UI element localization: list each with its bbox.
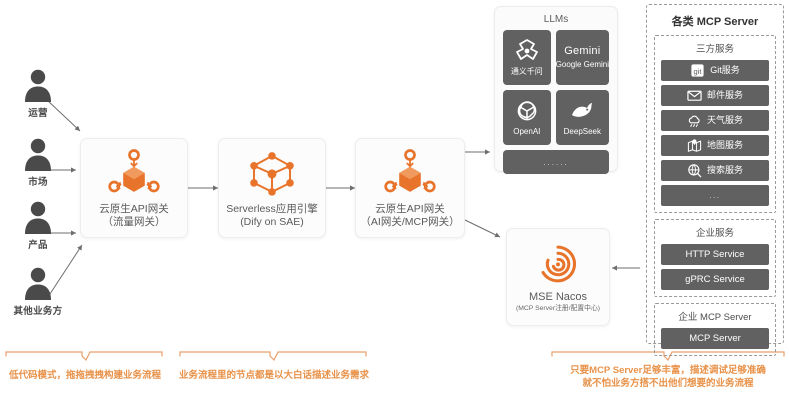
llm-tile-label: Google Gemini <box>555 60 609 69</box>
caption-line-1: 业务流程里的节点都是以大白话描述业务需求 <box>178 370 369 381</box>
mcp-item-label: 邮件服务 <box>706 90 743 100</box>
llm-tile-deepseek[interactable]: DeepSeek <box>555 90 609 145</box>
mcp-item-gprc-service[interactable]: gPRC Service <box>661 269 769 290</box>
card-mse-nacos[interactable]: MSE Nacos (MCP Server注册/配置中心) <box>506 228 610 326</box>
mcp-item-mcp-server[interactable]: MCP Server <box>661 328 769 349</box>
mcp-group-title: 三方服务 <box>695 44 734 55</box>
serverless-engine-icon <box>250 151 294 196</box>
persona-label: 运营 <box>28 108 48 119</box>
card-title: 云原生API网关 <box>375 202 445 215</box>
user-icon <box>25 138 51 171</box>
map-icon <box>687 139 702 152</box>
svg-text:git: git <box>694 67 703 76</box>
caption-line-2: 就不怕业务方搭不出他们想要的业务流程 <box>582 378 754 389</box>
mcp-group-third-party: 三方服务 git Git服务 邮件服务 <box>654 35 776 213</box>
user-icon <box>25 69 51 102</box>
mcp-server-panel: 各类 MCP Server 三方服务 git Git服务 邮件服务 <box>646 4 784 356</box>
card-title: MSE Nacos <box>528 290 588 303</box>
mcp-item-more[interactable]: ... <box>661 185 769 206</box>
arrow-card3-nacos <box>464 219 501 238</box>
mcp-group-title: 企业 MCP Server <box>678 312 752 323</box>
caption-mcp-richness: 只要MCP Server足够丰富，描述调试足够准确 就不怕业务方搭不出他们想要的… <box>548 364 788 390</box>
globe-search-icon <box>688 164 702 178</box>
user-icon <box>25 201 51 234</box>
card-title: Serverless应用引擎 <box>226 202 318 215</box>
mcp-group-enterprise-services: 企业服务 HTTP Service gPRC Service <box>654 219 776 297</box>
llms-panel: LLMs 通义千问 Gemini Google Gemini <box>494 6 618 174</box>
mcp-item-label: gPRC Service <box>685 273 745 285</box>
openai-icon <box>517 101 537 121</box>
bracket-1 <box>5 351 163 362</box>
llm-tile-label: OpenAI <box>513 127 541 136</box>
llms-panel-title: LLMs <box>543 14 569 25</box>
mcp-item-label: 天气服务 <box>706 115 743 125</box>
mcp-group-title: 企业服务 <box>695 228 734 239</box>
mcp-item-label: 地图服务 <box>706 140 743 150</box>
persona-label: 产品 <box>28 240 48 251</box>
tongyi-icon <box>515 39 538 60</box>
card-subtitle: （流量网关） <box>102 215 166 228</box>
caption-line-1: 只要MCP Server足够丰富，描述调试足够准确 <box>570 365 766 376</box>
gemini-wordmark-icon: Gemini <box>564 45 601 57</box>
bracket-2 <box>179 351 367 362</box>
nacos-icon <box>541 245 577 282</box>
persona-shichang: 市场 <box>10 137 66 188</box>
llm-tile-openai[interactable]: OpenAI <box>503 90 551 145</box>
card-subtitle: （AI网关/MCP网关） <box>360 215 460 228</box>
persona-chanpin: 产品 <box>10 200 66 251</box>
llm-tile-label: 通义千问 <box>510 67 543 76</box>
card-cloud-native-api-gateway-traffic[interactable]: 云原生API网关 （流量网关） <box>80 138 188 238</box>
deepseek-whale-icon <box>572 103 593 117</box>
git-icon: git <box>691 64 704 77</box>
llm-tile-label: DeepSeek <box>563 127 601 136</box>
persona-label: 其他业务方 <box>13 306 63 317</box>
caption-line-1: 低代码模式，拖拖拽拽构建业务流程 <box>8 370 161 381</box>
card-subtitle: (Dify on SAE) <box>240 215 304 228</box>
cloud-native-gateway-icon <box>108 148 160 192</box>
user-icon <box>25 267 51 300</box>
card-title: 云原生API网关 <box>99 202 169 215</box>
mcp-item-map[interactable]: 地图服务 <box>661 135 769 156</box>
mcp-item-label: ... <box>709 191 721 200</box>
mcp-item-http-service[interactable]: HTTP Service <box>661 244 769 265</box>
caption-low-code: 低代码模式，拖拖拽拽构建业务流程 <box>0 369 170 382</box>
card-cloud-native-api-gateway-ai-mcp[interactable]: 云原生API网关 （AI网关/MCP网关） <box>355 138 465 238</box>
llm-tile-tongyi[interactable]: 通义千问 <box>503 30 551 85</box>
mcp-group-enterprise-mcp-server: 企业 MCP Server MCP Server <box>654 303 776 356</box>
mcp-item-label: Git服务 <box>710 65 740 75</box>
persona-yunying: 运营 <box>10 68 66 119</box>
llms-tile-grid: 通义千问 Gemini Google Gemini OpenAI <box>503 30 609 145</box>
mcp-panel-title: 各类 MCP Server <box>671 16 759 28</box>
weather-icon <box>688 115 700 127</box>
mcp-item-label: HTTP Service <box>685 248 745 260</box>
caption-natural-language-nodes: 业务流程里的节点都是以大白话描述业务需求 <box>170 369 378 382</box>
card-serverless-app-engine[interactable]: Serverless应用引擎 (Dify on SAE) <box>218 138 326 238</box>
mcp-item-search[interactable]: 搜索服务 <box>661 160 769 181</box>
mcp-item-mail[interactable]: 邮件服务 <box>661 85 769 106</box>
persona-label: 市场 <box>28 177 48 188</box>
cloud-native-gateway-icon <box>384 148 436 192</box>
card-subtitle: (MCP Server注册/配置中心) <box>515 304 601 312</box>
mcp-item-weather[interactable]: 天气服务 <box>661 110 769 131</box>
llm-tile-gemini[interactable]: Gemini Google Gemini <box>555 30 609 85</box>
mcp-item-label: MCP Server <box>689 332 741 344</box>
mcp-item-git[interactable]: git Git服务 <box>661 60 769 81</box>
mail-icon <box>687 90 702 101</box>
mcp-item-label: 搜索服务 <box>706 165 743 175</box>
persona-qitayewufang: 其他业务方 <box>0 266 76 317</box>
llm-tile-more[interactable]: ...... <box>503 150 609 174</box>
